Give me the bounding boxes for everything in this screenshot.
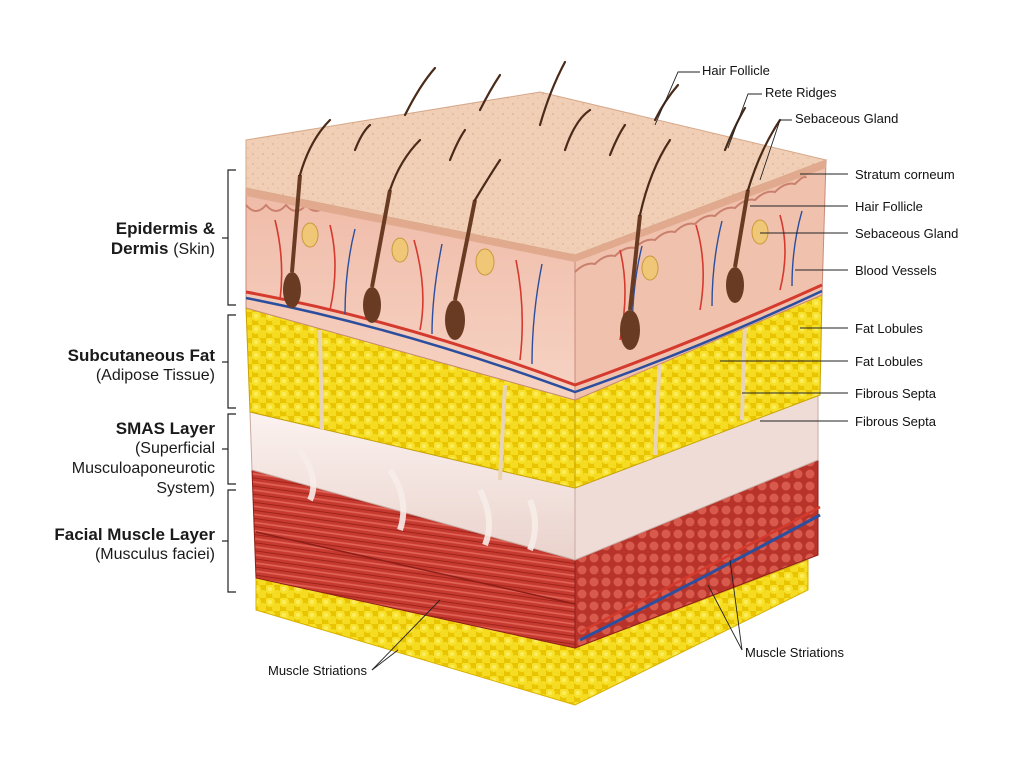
- smas-layer-name: SMAS Layer: [115, 419, 215, 438]
- label-facial-muscle: Facial Muscle Layer (Musculus faciei): [0, 525, 215, 565]
- smas-detail-3: System): [156, 480, 215, 497]
- layer-brackets: [222, 169, 236, 593]
- callout-rete-ridges: Rete Ridges: [765, 85, 837, 100]
- callout-fat-lobules-2: Fat Lobules: [855, 354, 923, 369]
- skin-layer-detail: (Skin): [173, 241, 215, 258]
- callout-blood-vessels: Blood Vessels: [855, 263, 937, 278]
- fat-layer-name: Subcutaneous Fat: [67, 346, 215, 365]
- callout-fat-lobules-1: Fat Lobules: [855, 321, 923, 336]
- skin-layer-name-2: Dermis: [110, 239, 169, 258]
- vein: [245, 289, 823, 394]
- smas-detail-2: Musculoaponeurotic: [71, 460, 215, 477]
- callout-lines: [371, 71, 848, 671]
- callout-hair-follicle: Hair Follicle: [855, 199, 923, 214]
- label-smas: SMAS Layer (Superficial Musculoaponeurot…: [0, 419, 215, 499]
- hair-follicles: [283, 267, 744, 350]
- skin-layer-name: Epidermis &: [115, 219, 215, 238]
- label-subcutaneous-fat: Subcutaneous Fat (Adipose Tissue): [0, 346, 215, 386]
- callout-hair-follicle-top: Hair Follicle: [702, 63, 770, 78]
- callout-muscle-striations-right: Muscle Striations: [745, 645, 844, 660]
- artery: [245, 283, 823, 387]
- label-epidermis-dermis: Epidermis & Dermis (Skin): [0, 219, 215, 260]
- muscle-layer-detail: (Musculus faciei): [94, 546, 215, 563]
- callout-sebaceous-gland-top: Sebaceous Gland: [795, 111, 899, 126]
- muscle-layer-name: Facial Muscle Layer: [54, 525, 215, 544]
- fat-layer-detail: (Adipose Tissue): [95, 367, 215, 384]
- callout-muscle-striations-left: Muscle Striations: [268, 663, 367, 678]
- callout-fibrous-septa-1: Fibrous Septa: [855, 386, 936, 401]
- smas-detail-1: (Superficial: [134, 440, 215, 457]
- callout-sebaceous-gland: Sebaceous Gland: [855, 226, 959, 241]
- hair-shafts: [298, 60, 782, 217]
- callout-fibrous-septa-2: Fibrous Septa: [855, 414, 936, 429]
- callout-stratum-corneum: Stratum corneum: [855, 167, 955, 182]
